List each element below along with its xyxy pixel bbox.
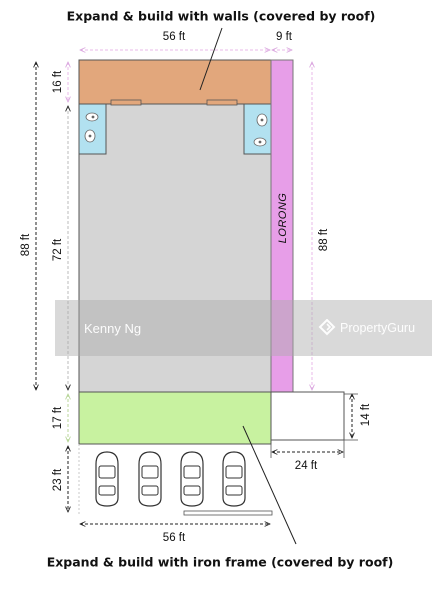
bottom-callout-pointer bbox=[242, 425, 297, 545]
front-extension-area bbox=[78, 391, 272, 445]
watermark-brand: PropertyGuru bbox=[340, 321, 416, 335]
bottom-width-label: 56 ft bbox=[162, 532, 186, 544]
rear-extension-area bbox=[78, 59, 272, 105]
main-house-area bbox=[78, 103, 272, 393]
top-width-label: 56 ft bbox=[162, 31, 186, 43]
watermark-band bbox=[55, 300, 432, 356]
main-depth-label: 72 ft bbox=[52, 238, 64, 262]
side-annex-area bbox=[270, 391, 345, 441]
bathroom-left bbox=[78, 103, 107, 155]
right-depth-label: 88 ft bbox=[318, 228, 330, 252]
rear-depth-label: 16 ft bbox=[52, 70, 64, 94]
left-depth-label: 88 ft bbox=[20, 233, 32, 257]
bathroom-right bbox=[243, 103, 272, 155]
front-depth-label: 17 ft bbox=[52, 406, 64, 430]
lane-width-label: 9 ft bbox=[276, 31, 292, 43]
annex-depth-label: 14 ft bbox=[360, 403, 372, 427]
rear-door-left bbox=[110, 99, 142, 106]
car-2 bbox=[138, 451, 162, 507]
top-callout-pointer bbox=[199, 27, 223, 91]
porch-depth-label: 23 ft bbox=[52, 468, 64, 492]
bottom-callout-title: Expand & build with iron frame (covered … bbox=[46, 554, 394, 570]
lane-label: LORONG bbox=[277, 192, 289, 244]
watermark-author: Kenny Ng bbox=[84, 321, 142, 336]
porch-gate bbox=[183, 510, 273, 516]
rear-door-right bbox=[206, 99, 238, 106]
annex-width-label: 24 ft bbox=[294, 460, 318, 472]
car-4 bbox=[222, 451, 246, 507]
top-callout-title: Expand & build with walls (covered by ro… bbox=[66, 8, 376, 24]
car-1 bbox=[95, 451, 119, 507]
car-3 bbox=[180, 451, 204, 507]
propertyguru-logo-icon bbox=[318, 318, 336, 337]
